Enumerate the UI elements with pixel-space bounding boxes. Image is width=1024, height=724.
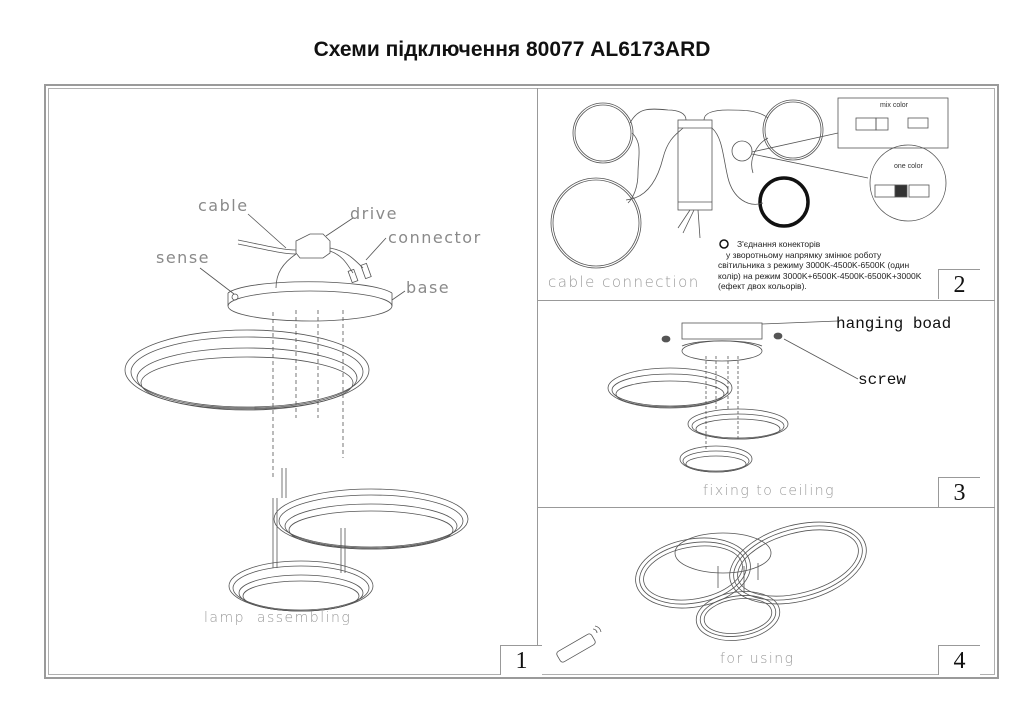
- note-line-4: колір) на режим 3000K+6500K-4500K-6500K+…: [718, 270, 922, 281]
- cable-connection-drawing: [550, 97, 949, 269]
- remote-control-icon: [556, 634, 600, 662]
- lamp-assembly-drawing: [124, 213, 469, 612]
- fixing-to-ceiling-drawing: [607, 320, 859, 473]
- caption-for-using: for using: [720, 651, 795, 667]
- label-screw: screw: [858, 371, 907, 389]
- note-line-1: З'єднання конекторів: [737, 239, 821, 249]
- caption-fixing-to-ceiling: fixing to ceiling: [703, 483, 835, 499]
- label-hanging-board: hanging boad: [836, 315, 952, 333]
- inset-one-color-label: one color: [894, 163, 923, 170]
- connector-note: З'єднання конекторів у зворотньому напря…: [718, 239, 948, 292]
- note-line-2: у зворотньому напрямку змінює роботу: [726, 249, 882, 260]
- label-sense: sense: [156, 248, 210, 267]
- inset-mix-color-label: mix color: [880, 102, 909, 109]
- document-title: Схеми підключення 80077 AL6173ARD: [313, 38, 711, 61]
- panel-lamp-assembling: cable drive connector sense base lamp as…: [48, 88, 542, 675]
- caption-lamp-assembling: lamp assembling: [204, 610, 352, 626]
- note-line-5: (ефект двох кольорів).: [718, 281, 807, 291]
- label-cable: cable: [198, 196, 249, 215]
- horizontal-divider-2: [537, 507, 995, 508]
- caption-cable-connection: cable connection: [548, 273, 700, 291]
- note-line-3: світильника з режиму 3000K-4500K-6500K (…: [718, 260, 910, 270]
- panel-number-4: 4: [938, 645, 980, 675]
- label-connector: connector: [388, 228, 482, 247]
- panel-cable-connection: mix color one color З'єднання конекторів…: [538, 88, 995, 300]
- for-using-drawing: [556, 521, 867, 663]
- label-drive: drive: [350, 204, 398, 223]
- horizontal-divider-1: [537, 300, 995, 301]
- label-base: base: [406, 278, 451, 297]
- panel-number-1: 1: [500, 645, 542, 675]
- vertical-divider: [537, 88, 538, 675]
- panel-number-2: 2: [938, 269, 980, 299]
- panel-fixing-to-ceiling: hanging boad screw fixing to ceiling 3: [538, 301, 995, 507]
- outer-frame: [44, 84, 999, 679]
- panel-for-using: for using 4: [538, 508, 995, 675]
- panel-number-3: 3: [938, 477, 980, 507]
